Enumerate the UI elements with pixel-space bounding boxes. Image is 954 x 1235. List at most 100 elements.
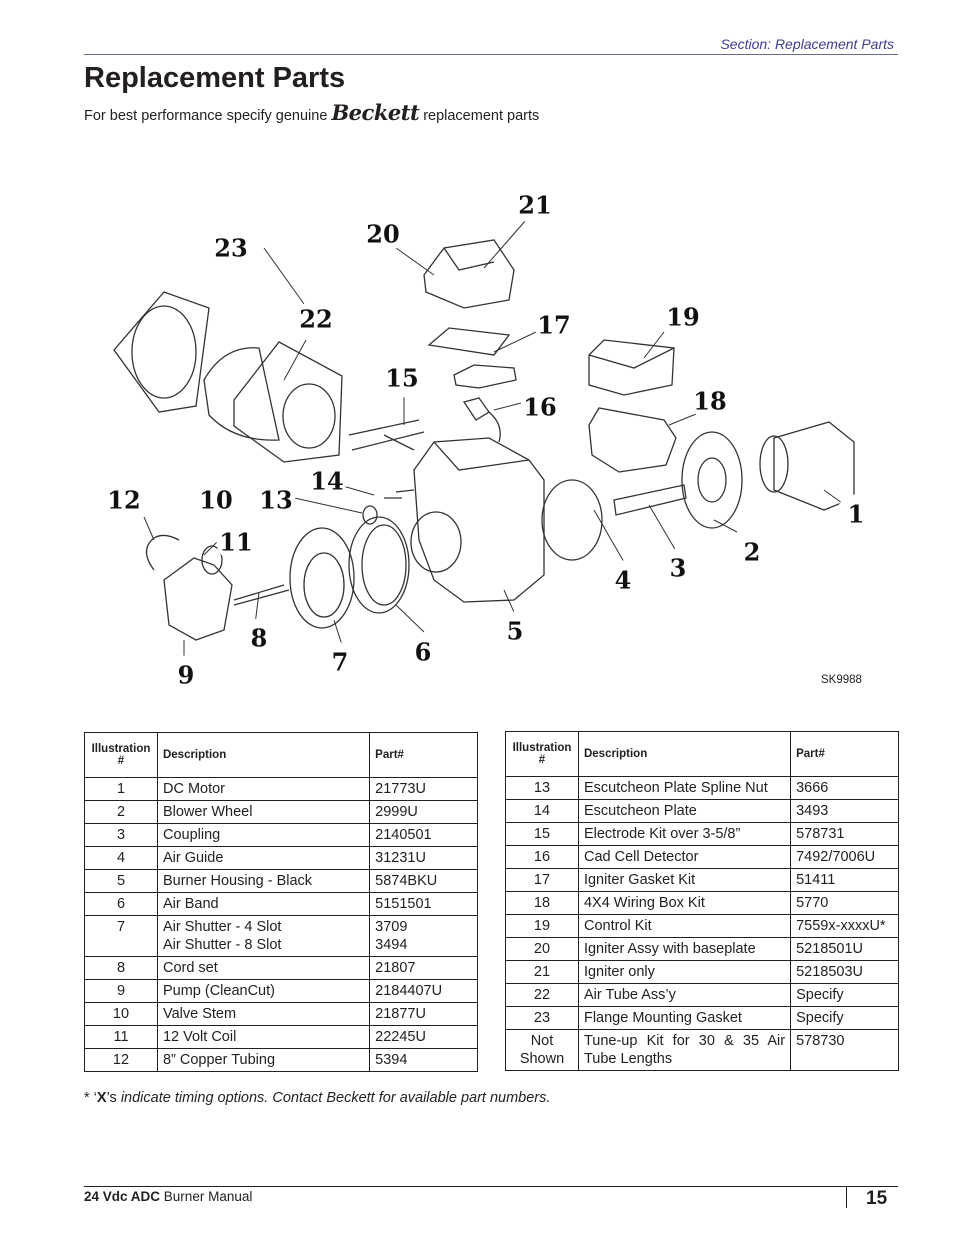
- cell-num: 21: [505, 960, 579, 984]
- copper-tubing-drawing: [145, 534, 180, 571]
- air-guide-drawing: [541, 479, 603, 561]
- cell-part: 5218501U: [790, 937, 899, 961]
- cell-part: Specify: [790, 1006, 899, 1030]
- callout-9: 9: [178, 661, 195, 690]
- cell-desc: Burner Housing - Black: [156, 869, 371, 893]
- exploded-parts-diagram: 1 2 3 4 5 6 7 8 9 10 11 12 13 14 15 16 1…: [104, 185, 876, 695]
- callout-16: 16: [523, 393, 556, 422]
- pump-drawing: [163, 557, 233, 641]
- table-header-row: Illustration # Description Part#: [84, 732, 478, 778]
- cell-desc: Igniter Gasket Kit: [577, 868, 792, 892]
- cell-num: Not Shown: [505, 1029, 579, 1071]
- callout-19: 19: [666, 303, 699, 332]
- callout-18: 18: [693, 387, 726, 416]
- cell-num: 16: [505, 845, 579, 869]
- air-band-drawing: [348, 516, 410, 614]
- cell-num: 9: [84, 979, 158, 1003]
- cell-desc: Valve Stem: [156, 1002, 371, 1026]
- cell-part: 3493: [790, 799, 899, 823]
- igniter-gasket-drawing: [427, 327, 511, 356]
- control-drawing: [588, 339, 675, 396]
- cell-part-line: 3494: [375, 937, 408, 953]
- spline-nut-drawing: [362, 505, 378, 525]
- section-header: Section: Replacement Parts: [84, 34, 898, 55]
- footnote: * ‘X’s indicate timing options. Contact …: [84, 1090, 550, 1106]
- cell-num: 10: [84, 1002, 158, 1026]
- callout-17: 17: [537, 311, 570, 340]
- footnote-mid: ’s: [106, 1090, 117, 1106]
- cell-desc: Escutcheon Plate Spline Nut: [577, 776, 792, 800]
- cell-num: 19: [505, 914, 579, 938]
- cell-desc: Tune-up Kit for 30 & 35 Air Tube Lengths: [577, 1029, 792, 1071]
- page-number: 15: [866, 1188, 888, 1209]
- cell-desc: Igniter only: [577, 960, 792, 984]
- flange-gasket-drawing: [113, 291, 210, 413]
- escutcheon-drawing: [384, 489, 415, 499]
- cell-desc: 4X4 Wiring Box Kit: [577, 891, 792, 915]
- cell-part: 5394: [369, 1048, 478, 1072]
- callout-15: 15: [385, 364, 418, 393]
- cell-part: 2140501: [369, 823, 478, 847]
- cell-desc: 8” Copper Tubing: [156, 1048, 371, 1072]
- cell-part: 22245U: [369, 1025, 478, 1049]
- cell-desc: Electrode Kit over 3-5/8”: [577, 822, 792, 846]
- callout-5: 5: [507, 617, 524, 646]
- callout-23: 23: [214, 234, 247, 263]
- cell-part: 5218503U: [790, 960, 899, 984]
- cell-num: 7: [84, 915, 158, 957]
- part-header: Part#: [790, 731, 899, 777]
- cell-num: 13: [505, 776, 579, 800]
- part-header: Part#: [369, 732, 478, 778]
- cell-part: 21773U: [369, 777, 478, 801]
- cell-part-line: 3709: [375, 919, 408, 935]
- cell-num: 12: [84, 1048, 158, 1072]
- cell-part: 7492/7006U: [790, 845, 899, 869]
- cell-num: 15: [505, 822, 579, 846]
- leader-lines: [143, 219, 847, 658]
- cell-part: 2184407U: [369, 979, 478, 1003]
- footnote-x: X: [96, 1090, 107, 1106]
- blower-wheel-drawing: [681, 431, 743, 529]
- cell-num: 6: [84, 892, 158, 916]
- cad-cell-drawing: [462, 397, 501, 443]
- callout-3: 3: [670, 554, 687, 583]
- description-header: Description: [577, 731, 792, 777]
- cell-desc: Air Guide: [156, 846, 371, 870]
- page-title: Replacement Parts: [84, 62, 346, 94]
- description-header: Description: [156, 732, 371, 778]
- illustration-header: Illustration #: [84, 732, 158, 778]
- cell-part: 3709 3494: [369, 915, 478, 957]
- callout-22: 22: [299, 305, 332, 334]
- callout-14: 14: [310, 467, 343, 496]
- cell-num: 18: [505, 891, 579, 915]
- table-header-row: Illustration # Description Part#: [505, 731, 899, 777]
- callout-4: 4: [615, 566, 632, 595]
- cell-part: 5151501: [369, 892, 478, 916]
- cell-desc: DC Motor: [156, 777, 371, 801]
- igniter-drawing: [423, 239, 515, 309]
- subtitle-before: For best performance specify genuine: [84, 108, 328, 124]
- cell-desc-line: Air Shutter - 8 Slot: [162, 937, 282, 953]
- callout-11: 11: [219, 528, 252, 557]
- burner-housing-drawing: [413, 437, 545, 603]
- cell-num: 1: [84, 777, 158, 801]
- callout-6: 6: [415, 638, 432, 667]
- callout-12: 12: [107, 486, 140, 515]
